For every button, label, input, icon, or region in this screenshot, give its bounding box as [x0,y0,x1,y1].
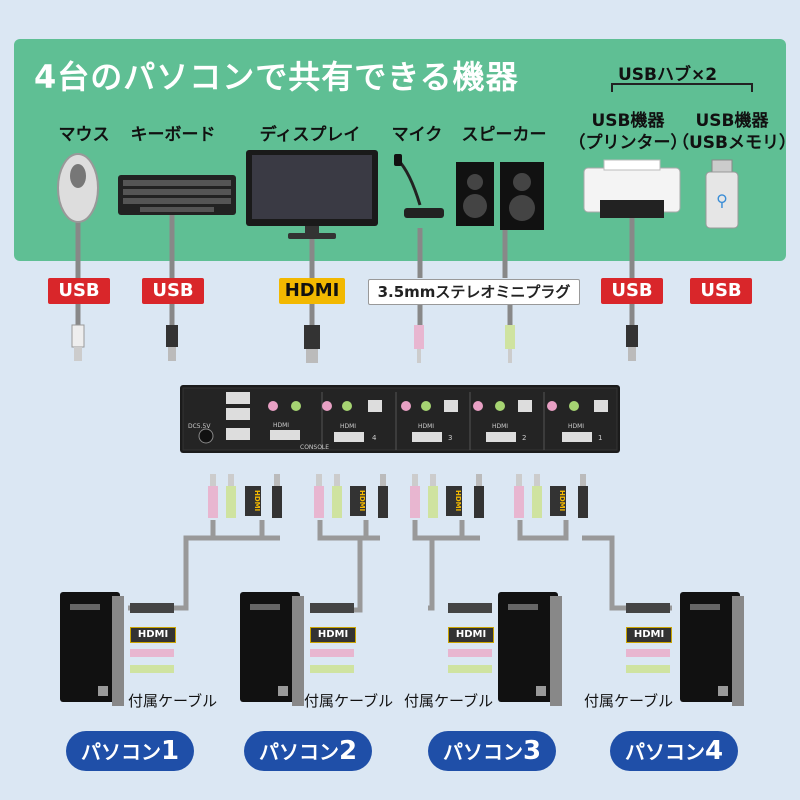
pc-tower-1 [60,592,124,706]
port2-hdmi-label: HDMI [492,423,508,430]
pc-label-1: パソコン1 [66,731,194,771]
set4-mic-tip [516,474,522,486]
cable-note-4: 付属ケーブル [584,692,674,710]
usb-tag-mouse: USB [48,278,110,304]
pc-label-3: パソコン3 [428,731,556,771]
cable-note-3: 付属ケーブル [404,692,494,710]
pc-tower-4 [680,592,744,706]
device-label-usb-memory: USB機器 （USBメモリ） [672,111,797,153]
pc3-audio-plug [448,665,492,673]
pc2-hdmi-plug: HDMI [310,627,356,643]
set1-audio-plug [226,486,236,518]
usb-tag-usb-memory: USB [690,278,752,304]
usb-hub-label: USBハブ×2 [618,65,718,85]
device-label-printer: USB機器 （プリンター） [568,111,688,153]
port-number-2: 2 [522,434,526,442]
printer-icon [583,159,681,218]
pc3-usb-plug [448,603,492,613]
pc4-usb-plug [626,603,670,613]
set4-usb-tip [580,474,586,486]
set4-usb-plug [578,486,588,518]
pc2-usb-plug [310,603,354,613]
device-label-mouse: マウス [58,125,110,145]
port4-hdmi-label: HDMI [340,423,356,430]
pc-tower-3 [498,592,562,706]
pc3-mic-plug [448,649,492,657]
hdmi-tag-display: HDMI [279,278,345,304]
set2-audio-plug [332,486,342,518]
device-label-speaker: スピーカー [461,125,547,145]
keyboard-icon [118,175,236,215]
power-label: DC5.5V [188,423,211,430]
usb-tag-printer: USB [601,278,663,304]
pc-tower-2 [240,592,304,706]
set4-audio-plug [532,486,542,518]
set3-usb-tip [476,474,482,486]
set2-audio-tip [334,474,340,486]
port-number-3: 3 [448,434,452,442]
device-label-keyboard: キーボード [130,125,216,145]
set2-mic-tip [316,474,322,486]
speaker-icon [456,162,544,230]
pc1-audio-plug [130,665,174,673]
display-icon [246,150,378,239]
pc2-audio-plug [310,665,354,673]
usb-tag-keyboard: USB [142,278,204,304]
set4-mic-plug [514,486,524,518]
device-label-microphone: マイク [391,125,443,145]
usb-memory-icon: ⚲ [705,159,739,229]
cable-note-2: 付属ケーブル [304,692,394,710]
pc4-mic-plug [626,649,670,657]
set3-hdmi-plug: HDMI [446,486,462,516]
pc4-audio-plug [626,665,670,673]
set3-audio-plug [428,486,438,518]
set1-mic-plug [208,486,218,518]
port-number-4: 4 [372,434,377,442]
set2-usb-plug [378,486,388,518]
set3-mic-tip [412,474,418,486]
pc-label-4: パソコン4 [610,731,738,771]
set3-usb-plug [474,486,484,518]
set1-audio-tip [228,474,234,486]
console-label: CONSOLE [300,444,329,451]
kvm-switch [180,385,620,453]
pc-label-2: パソコン2 [244,731,372,771]
set1-usb-tip [274,474,280,486]
set1-mic-tip [210,474,216,486]
set2-hdmi-plug: HDMI [350,486,366,516]
set2-usb-tip [380,474,386,486]
pc1-usb-plug [130,603,174,613]
set3-audio-tip [430,474,436,486]
port3-hdmi-label: HDMI [418,423,434,430]
set1-hdmi-plug: HDMI [245,486,261,516]
pc4-hdmi-plug: HDMI [626,627,672,643]
audio-plug-tag: 3.5mmステレオミニプラグ [368,279,580,305]
set3-mic-plug [410,486,420,518]
console-hdmi-label: HDMI [273,422,289,429]
pc1-hdmi-plug: HDMI [130,627,176,643]
pc1-mic-plug [130,649,174,657]
set4-audio-tip [534,474,540,486]
shared-devices-panel [14,39,786,261]
set2-mic-plug [314,486,324,518]
pc3-hdmi-plug: HDMI [448,627,494,643]
svg-text:⚲: ⚲ [716,191,728,210]
device-label-display: ディスプレイ [259,125,361,145]
cable-note-1: 付属ケーブル [128,692,218,710]
page-title: 4台のパソコンで共有できる機器 [34,58,519,96]
port1-hdmi-label: HDMI [568,423,584,430]
microphone-icon [394,154,444,218]
mouse-icon [57,153,99,223]
set1-usb-plug [272,486,282,518]
pc2-mic-plug [310,649,354,657]
port-number-1: 1 [598,434,602,442]
set4-hdmi-plug: HDMI [550,486,566,516]
